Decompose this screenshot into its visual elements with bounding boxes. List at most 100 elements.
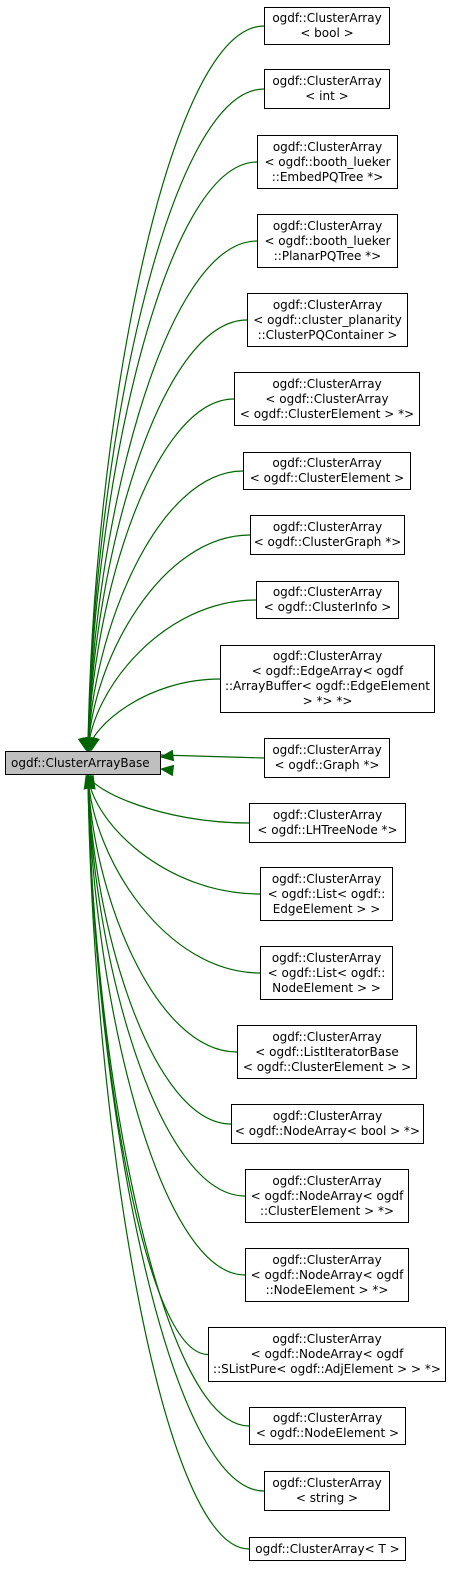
class-name-line: < ogdf::LHTreeNode *> — [257, 823, 398, 837]
class-name-line: < ogdf::ClusterElement > — [249, 471, 405, 485]
derived-class-node[interactable]: ogdf::ClusterArray< ogdf::ClusterGraph *… — [250, 515, 405, 555]
class-name-line: ::PlanarPQTree *> — [273, 248, 382, 263]
class-name-line: ogdf::ClusterArray — [272, 1252, 382, 1267]
derived-class-node[interactable]: ogdf::ClusterArray< ogdf::NodeArray< ogd… — [245, 1248, 409, 1302]
inheritance-edge — [87, 774, 261, 895]
arrowhead — [84, 774, 96, 790]
class-name-line: < string > — [295, 1491, 359, 1505]
class-name-line: ogdf::ClusterArray — [272, 11, 382, 25]
class-name-line: ogdf::ClusterArray — [272, 376, 382, 391]
derived-class-node[interactable]: ogdf::ClusterArray< bool > — [264, 7, 390, 45]
derived-class-node[interactable]: ogdf::ClusterArray< ogdf::ClusterArray< … — [234, 372, 420, 426]
derived-class-node[interactable]: ogdf::ClusterArray< int > — [264, 69, 390, 109]
class-name-line: ::ClusterElement > *> — [259, 1203, 395, 1218]
class-name-line: < ogdf::ClusterArray — [265, 391, 389, 406]
inheritance-edge — [87, 774, 232, 1125]
class-name-line: ogdf::ClusterArray< T > — [255, 1541, 400, 1556]
class-name-line: ogdf::ClusterArray — [272, 1109, 383, 1123]
class-name-line: ogdf::ClusterArray — [272, 1411, 383, 1425]
class-name-line: < ogdf::EdgeArray< ogdf — [251, 664, 404, 678]
base-class-node[interactable]: ogdf::ClusterArrayBase — [5, 751, 161, 775]
derived-class-node[interactable]: ogdf::ClusterArray< ogdf::ClusterElement… — [243, 452, 411, 490]
class-name-line: ogdf::ClusterArray — [272, 297, 383, 312]
class-name-line: ogdf::ClusterArray — [272, 649, 383, 663]
class-name-line: ogdf::ClusterArray — [272, 74, 382, 88]
class-name-line: ::ClusterPQContainer > — [257, 327, 398, 342]
inheritance-edge — [87, 88, 265, 752]
derived-class-node[interactable]: ogdf::ClusterArray< ogdf::LHTreeNode *> — [249, 803, 406, 843]
class-name-line: ogdf::ClusterArrayBase — [11, 755, 150, 770]
inheritance-edge — [87, 774, 246, 1276]
class-name-line: < ogdf::NodeElement > — [255, 1426, 400, 1440]
class-name-line: < ogdf::ClusterInfo > — [263, 600, 392, 614]
class-name-line: < ogdf::NodeArray< ogdf — [250, 1188, 404, 1203]
inheritance-edge — [87, 599, 257, 752]
class-name-line: < ogdf::Graph *> — [274, 758, 380, 772]
inheritance-edge — [87, 774, 261, 974]
class-name-line: < ogdf::NodeArray< bool > *> — [234, 1124, 421, 1138]
class-name-line: ogdf::ClusterArray — [272, 743, 382, 757]
inheritance-edge — [87, 240, 258, 752]
inheritance-edge — [87, 774, 265, 1492]
class-name-line: < ogdf::List< ogdf:: — [267, 886, 386, 901]
inheritance-edge — [87, 774, 238, 1053]
derived-class-node[interactable]: ogdf::ClusterArray< ogdf::List< ogdf::Ed… — [260, 867, 393, 921]
class-name-line: < ogdf::ListIteratorBase — [255, 1044, 399, 1059]
derived-class-node[interactable]: ogdf::ClusterArray< ogdf::NodeArray< ogd… — [245, 1169, 409, 1223]
class-name-line: ogdf::ClusterArray — [272, 520, 383, 534]
inheritance-edge — [87, 774, 250, 1550]
derived-class-node[interactable]: ogdf::ClusterArray< ogdf::NodeArray< ogd… — [208, 1327, 446, 1382]
class-name-line: < ogdf::booth_lueker — [264, 233, 391, 248]
derived-class-node[interactable]: ogdf::ClusterArray< ogdf::Graph *> — [264, 738, 390, 778]
class-name-line: < ogdf::ClusterGraph *> — [253, 535, 402, 549]
class-name-line: ogdf::ClusterArray — [271, 871, 382, 886]
derived-class-node[interactable]: ogdf::ClusterArray< ogdf::List< ogdf::No… — [260, 946, 393, 1000]
derived-class-node[interactable]: ogdf::ClusterArray< string > — [264, 1471, 390, 1511]
inheritance-edge — [87, 398, 235, 752]
class-name-line: ogdf::ClusterArray — [272, 139, 383, 154]
class-name-line: ogdf::ClusterArray — [272, 585, 383, 599]
arrowhead — [159, 749, 175, 762]
class-name-line: NodeElement > > — [272, 980, 381, 995]
class-name-line: ::ArrayBuffer< ogdf::EdgeElement — [224, 679, 431, 693]
inheritance-edge — [87, 319, 248, 752]
class-name-line: < int > — [305, 89, 349, 103]
derived-class-node[interactable]: ogdf::ClusterArray< ogdf::booth_lueker::… — [257, 214, 398, 268]
class-name-line: ogdf::ClusterArray — [272, 1332, 382, 1346]
inheritance-edge — [87, 25, 265, 752]
inheritance-edge — [87, 774, 250, 824]
class-name-line: < ogdf::NodeArray< ogdf — [250, 1347, 404, 1361]
arrowhead — [88, 736, 100, 752]
derived-class-node[interactable]: ogdf::ClusterArray< ogdf::NodeElement > — [249, 1407, 406, 1445]
derived-class-node[interactable]: ogdf::ClusterArray< ogdf::EdgeArray< ogd… — [220, 645, 435, 713]
class-name-line: ::EmbedPQTree *> — [271, 169, 384, 184]
class-name-line: < ogdf::NodeArray< ogdf — [250, 1267, 404, 1282]
derived-class-node[interactable]: ogdf::ClusterArray< ogdf::ListIteratorBa… — [237, 1025, 417, 1079]
class-name-line: ogdf::ClusterArray — [272, 1029, 382, 1044]
class-name-line: ogdf::ClusterArray — [272, 1476, 382, 1490]
class-name-line: < ogdf::List< ogdf:: — [267, 965, 386, 980]
derived-class-node[interactable]: ogdf::ClusterArray< T > — [249, 1537, 406, 1561]
class-name-line: ogdf::ClusterArray — [272, 218, 383, 233]
inheritance-edge — [87, 161, 258, 752]
class-name-line: < ogdf::booth_lueker — [264, 154, 391, 169]
class-name-line: < bool > — [300, 26, 354, 40]
inheritance-edge — [87, 534, 251, 752]
derived-class-node[interactable]: ogdf::ClusterArray< ogdf::booth_lueker::… — [257, 135, 398, 189]
inheritance-edge — [87, 774, 246, 1197]
class-name-line: EdgeElement > > — [272, 901, 381, 916]
derived-class-node[interactable]: ogdf::ClusterArray< ogdf::cluster_planar… — [247, 293, 408, 347]
inheritance-edge — [87, 774, 209, 1356]
class-name-line: ::SListPure< ogdf::AdjElement > > *> — [213, 1362, 441, 1376]
derived-class-node[interactable]: ogdf::ClusterArray< ogdf::ClusterInfo > — [256, 581, 399, 619]
inheritance-edge — [87, 470, 244, 752]
class-name-line: < ogdf::ClusterElement > > — [242, 1059, 412, 1074]
class-name-line: < ogdf::ClusterElement > *> — [239, 406, 415, 421]
class-name-line: ogdf::ClusterArray — [271, 950, 382, 965]
class-name-line: ::NodeElement > *> — [265, 1282, 389, 1297]
class-name-line: ogdf::ClusterArray — [272, 1173, 382, 1188]
class-name-line: < ogdf::cluster_planarity — [253, 312, 402, 327]
derived-class-node[interactable]: ogdf::ClusterArray< ogdf::NodeArray< boo… — [231, 1104, 424, 1144]
arrowhead — [159, 764, 175, 777]
